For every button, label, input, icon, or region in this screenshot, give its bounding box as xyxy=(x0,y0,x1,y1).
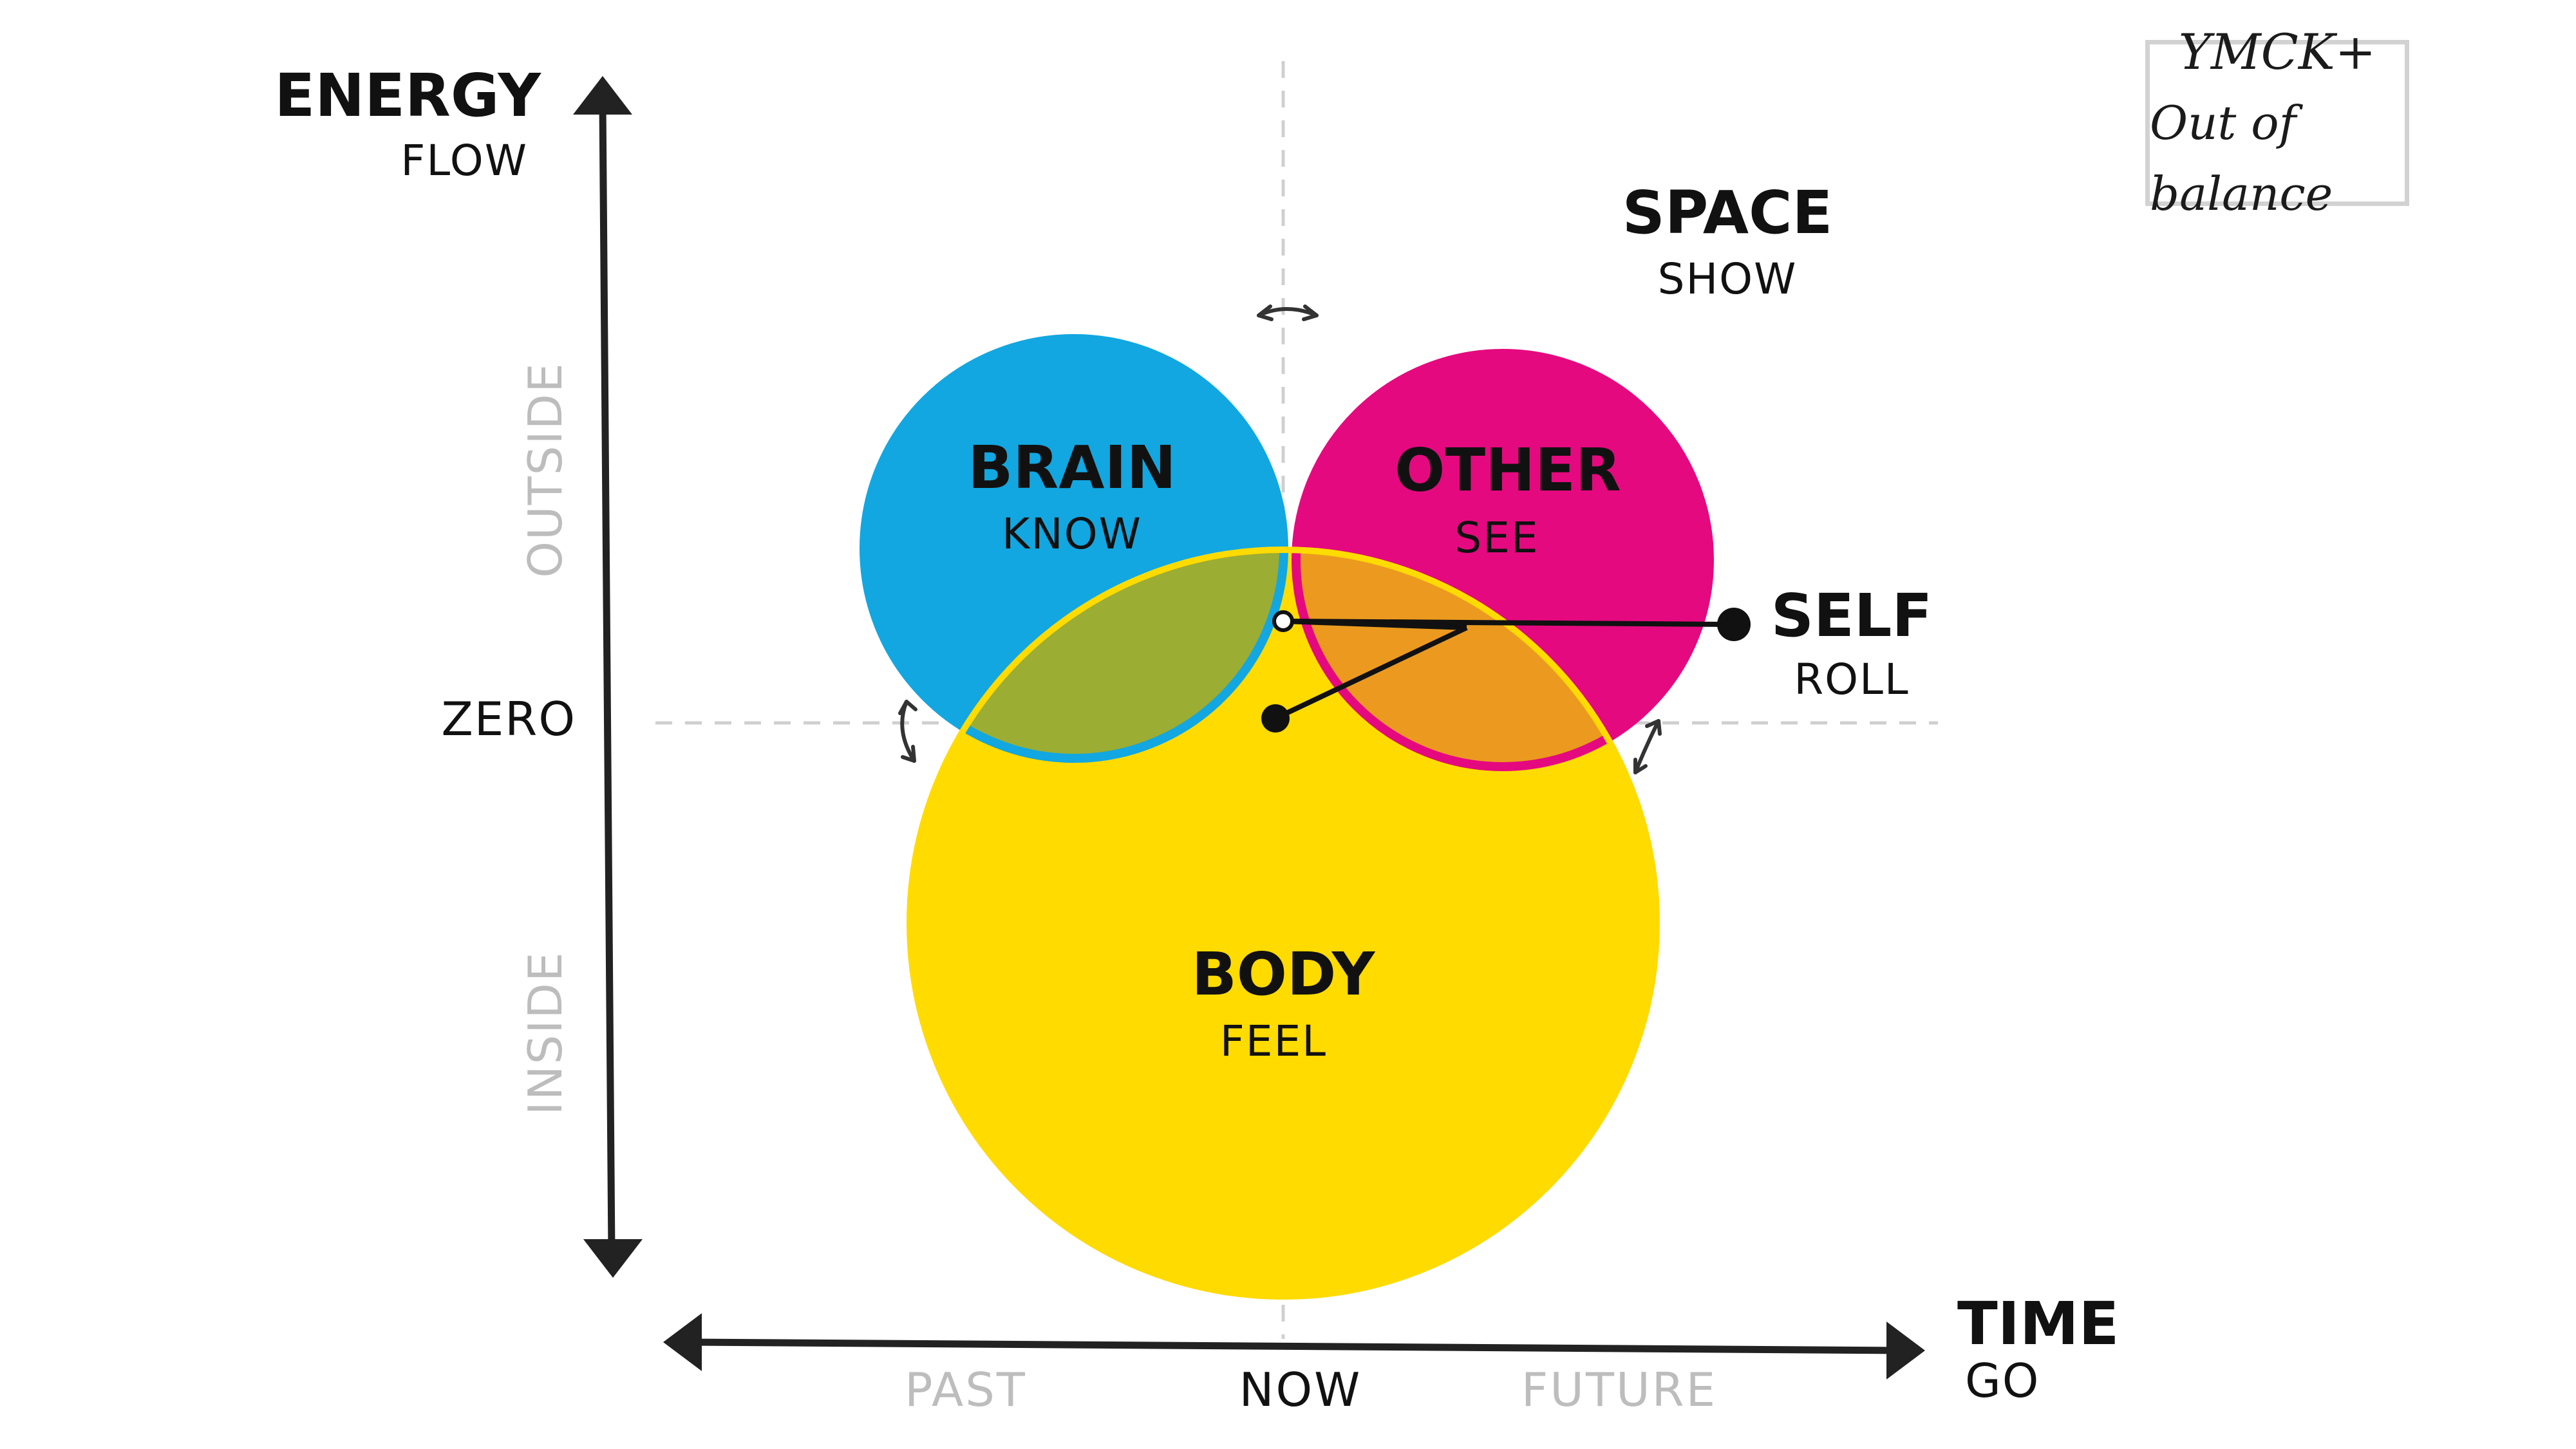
other-subtitle: SEE xyxy=(1454,513,1539,563)
energy-title: ENERGY xyxy=(274,61,541,130)
legend-box: YMCK+ Out of balance xyxy=(2145,23,2409,221)
brain-subtitle: KNOW xyxy=(1002,509,1142,559)
self-connector-mid xyxy=(1283,619,1467,630)
body-title: BODY xyxy=(1192,940,1376,1009)
now-label: NOW xyxy=(1239,1363,1362,1417)
time-title: TIME xyxy=(1957,1289,2119,1358)
zero-label: ZERO xyxy=(441,692,576,746)
center-point xyxy=(1272,610,1294,632)
rotation-arrow-right-icon xyxy=(1633,719,1662,774)
brain-title: BRAIN xyxy=(968,433,1176,502)
self-subtitle: ROLL xyxy=(1794,655,1909,704)
time-axis-line xyxy=(685,1338,1903,1354)
self-point xyxy=(1717,608,1751,641)
time-axis-arrow-left xyxy=(663,1313,702,1371)
energy-subtitle: FLOW xyxy=(400,136,528,185)
inside-label: INSIDE xyxy=(518,951,572,1116)
energy-axis-arrow-up xyxy=(573,76,632,115)
energy-axis-arrow-down xyxy=(583,1239,643,1278)
legend-line-2: Out of balance xyxy=(2150,96,2333,221)
outside-label: OUTSIDE xyxy=(518,362,572,577)
rotation-arrow-top-icon xyxy=(1257,304,1319,321)
past-label: PAST xyxy=(905,1363,1027,1417)
body-outline xyxy=(907,547,1660,1300)
legend-line-1: YMCK+ xyxy=(2178,23,2376,80)
brain-body-overlap xyxy=(910,550,1284,758)
space-title: SPACE xyxy=(1622,178,1833,247)
time-subtitle: GO xyxy=(1965,1354,2040,1408)
space-subtitle: SHOW xyxy=(1658,254,1798,304)
body-subtitle: FEEL xyxy=(1220,1016,1327,1066)
energy-axis-line xyxy=(599,99,616,1256)
other-title: OTHER xyxy=(1395,436,1621,505)
self-title: SELF xyxy=(1771,581,1933,650)
self-connector-diagonal xyxy=(1274,625,1468,721)
other-body-overlap xyxy=(1296,550,1657,767)
now-zero-point xyxy=(1261,704,1290,733)
time-axis-arrow-right xyxy=(1886,1322,1925,1379)
other-outline xyxy=(1292,349,1714,771)
rotation-arrow-left-icon xyxy=(898,700,917,763)
future-label: FUTURE xyxy=(1521,1363,1717,1417)
